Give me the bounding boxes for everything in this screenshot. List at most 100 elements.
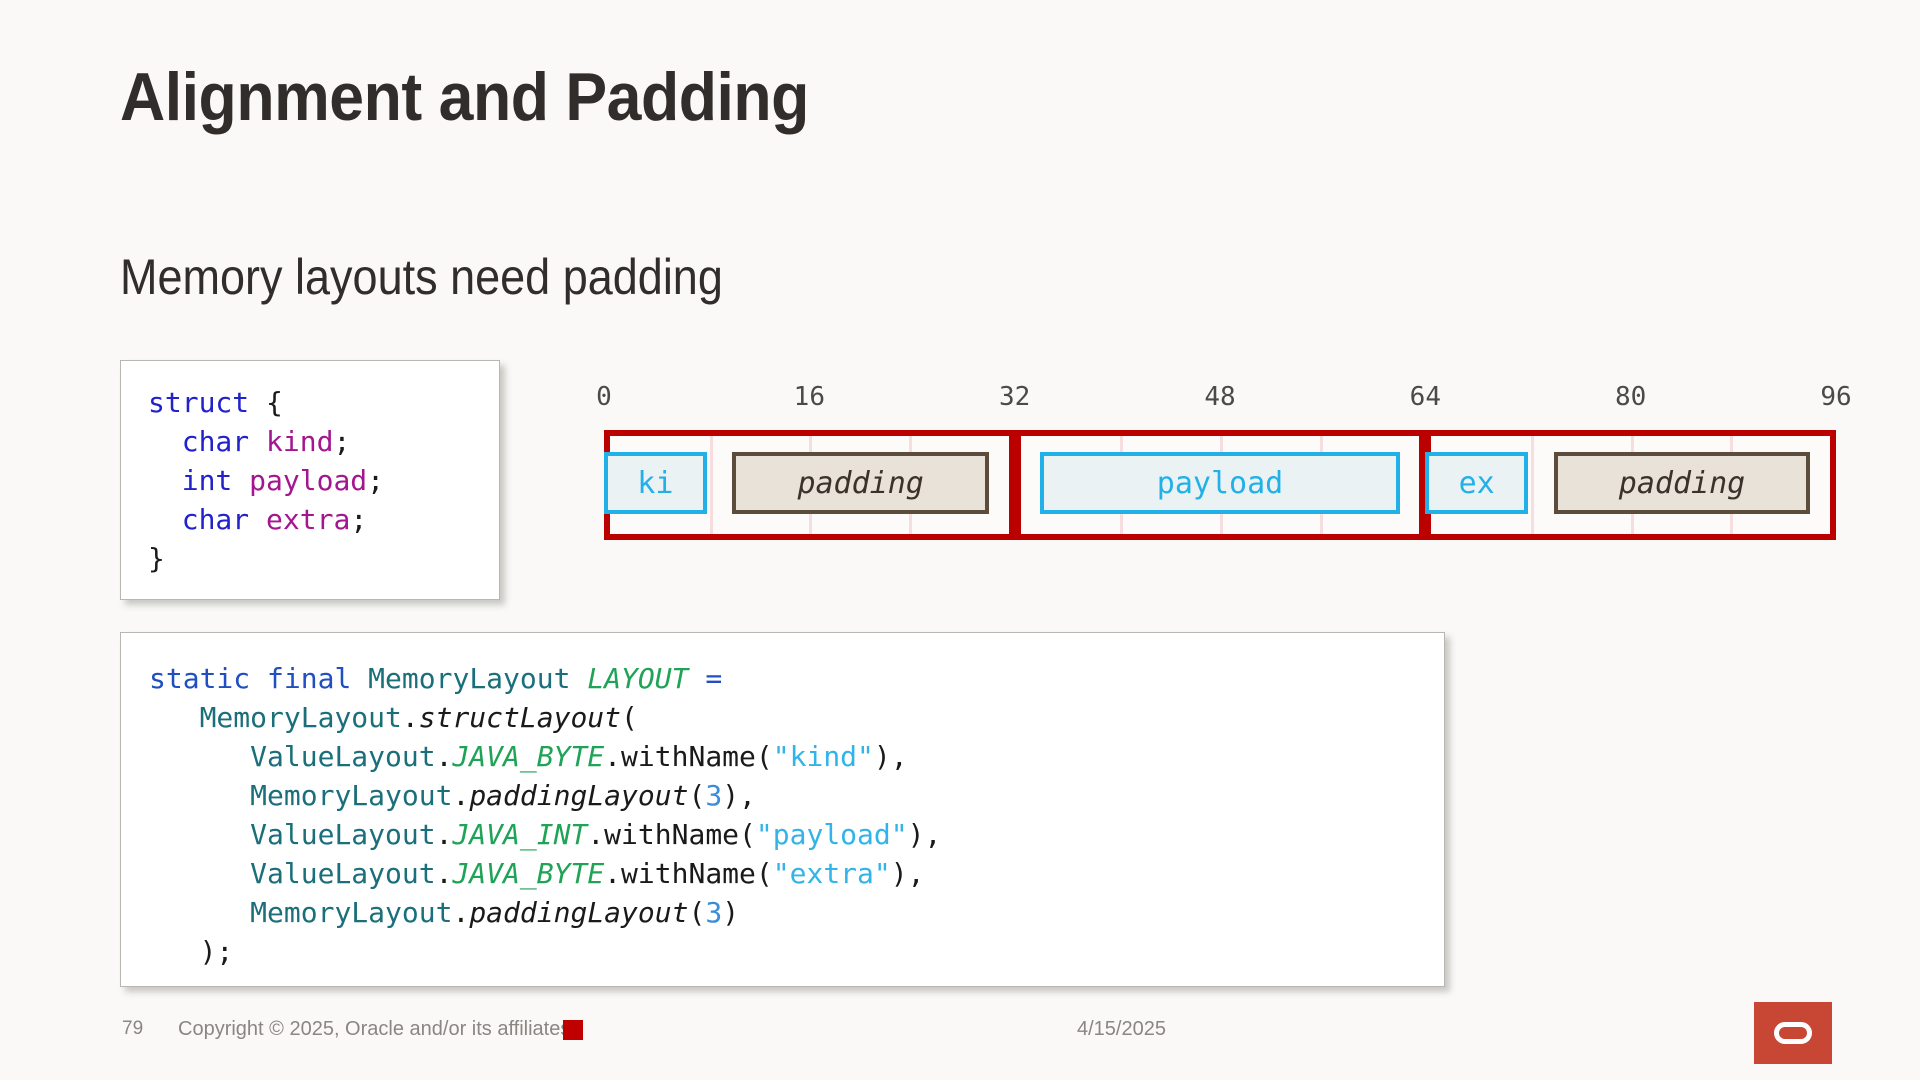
code-token: ), [907, 818, 942, 851]
code-token: { [249, 386, 283, 419]
code-token: .withName( [604, 857, 773, 890]
code-token: .withName( [587, 818, 756, 851]
code-token [148, 464, 182, 497]
code-token [351, 662, 368, 695]
code-token: "extra" [772, 857, 891, 890]
code-token: ), [890, 857, 925, 890]
code-token: . [435, 740, 453, 773]
code-token [149, 857, 250, 890]
scale-tick-80: 80 [1615, 382, 1647, 412]
struct-code-line: struct { [148, 383, 499, 422]
code-token [149, 818, 250, 851]
code-token [149, 896, 250, 929]
code-token: static [149, 662, 251, 695]
code-token: payload [249, 464, 368, 497]
byte-offset-ruler: 0 16 32 48 64 80 96 [596, 382, 1851, 422]
slide-footer: 79 Copyright © 2025, Oracle and/or its a… [0, 990, 1920, 1080]
code-token: "payload" [755, 818, 908, 851]
code-token: ; [367, 464, 385, 497]
code-token [148, 425, 182, 458]
code-token: 3 [705, 779, 723, 812]
code-token [249, 425, 266, 458]
code-token [148, 503, 182, 536]
code-token: = [705, 662, 723, 695]
layout-code-line: static final MemoryLayout LAYOUT = [149, 659, 1444, 698]
code-token: ( [688, 896, 706, 929]
code-token: LAYOUT [587, 662, 689, 695]
scale-tick-64: 64 [1409, 382, 1441, 412]
code-token: ), [722, 779, 756, 812]
oracle-logo-mark-icon [1774, 1022, 1812, 1044]
code-token: . [435, 818, 453, 851]
memory-field-padding: padding [1553, 452, 1811, 514]
code-token: char [181, 425, 250, 458]
code-token: ); [149, 935, 234, 968]
code-token: final [267, 662, 352, 695]
code-token: ; [333, 425, 351, 458]
memory-gridline [1530, 436, 1534, 534]
code-token: 3 [705, 896, 723, 929]
code-token: ValueLayout [250, 818, 436, 851]
struct-code-line: } [148, 539, 499, 578]
code-token: extra [266, 503, 351, 536]
code-token: ), [873, 740, 908, 773]
footer-page-number: 79 [122, 1018, 144, 1039]
code-token: paddingLayout [469, 896, 689, 929]
layout-code-line: MemoryLayout.structLayout( [149, 698, 1444, 737]
layout-code-line: MemoryLayout.paddingLayout(3) [149, 893, 1444, 932]
code-token: ; [350, 503, 368, 536]
code-token: struct [148, 386, 250, 419]
code-token: kind [266, 425, 334, 458]
memory-gridline [709, 436, 713, 534]
footer-copyright: Copyright © 2025, Oracle and/or its affi… [178, 1018, 571, 1040]
code-token: } [148, 542, 165, 575]
scale-tick-96: 96 [1820, 382, 1852, 412]
code-token [149, 740, 250, 773]
memory-field-ex: ex [1425, 452, 1528, 514]
scale-tick-0: 0 [596, 382, 612, 412]
code-token [249, 503, 266, 536]
code-token: JAVA_BYTE [452, 740, 605, 773]
struct-code-line: int payload; [148, 461, 499, 500]
code-token: . [435, 857, 453, 890]
code-token [688, 662, 705, 695]
code-token [149, 779, 250, 812]
code-token: . [452, 779, 470, 812]
code-token: MemoryLayout [250, 779, 453, 812]
code-token: "kind" [772, 740, 874, 773]
scale-tick-16: 16 [793, 382, 825, 412]
code-token [250, 662, 267, 695]
footer-date: 4/15/2025 [1077, 1018, 1166, 1040]
layout-code-line: ValueLayout.JAVA_BYTE.withName("extra"), [149, 854, 1444, 893]
code-token [149, 701, 200, 734]
layout-code-line: ); [149, 932, 1444, 971]
code-token: ValueLayout [250, 857, 436, 890]
code-token: ) [722, 896, 740, 929]
struct-code-line: char kind; [148, 422, 499, 461]
code-token: ( [621, 701, 638, 734]
layout-code-line: ValueLayout.JAVA_INT.withName("payload")… [149, 815, 1444, 854]
scale-tick-48: 48 [1204, 382, 1236, 412]
struct-code-line: char extra; [148, 500, 499, 539]
oracle-logo [1754, 1002, 1832, 1064]
layout-code-line: ValueLayout.JAVA_BYTE.withName("kind"), [149, 737, 1444, 776]
code-token: . [401, 701, 419, 734]
code-token: JAVA_BYTE [452, 857, 605, 890]
footer-accent-square-icon [563, 1020, 583, 1040]
code-token: MemoryLayout [368, 662, 571, 695]
page-subtitle: Memory layouts need padding [120, 249, 723, 305]
page-title: Alignment and Padding [120, 59, 809, 135]
code-token [570, 662, 587, 695]
scale-tick-32: 32 [999, 382, 1031, 412]
code-token: MemoryLayout [199, 701, 402, 734]
code-token: . [452, 896, 470, 929]
code-token: MemoryLayout [250, 896, 453, 929]
memory-field-payload: payload [1040, 452, 1400, 514]
code-token: structLayout [418, 701, 622, 734]
memory-layout-diagram: 0 16 32 48 64 80 96 ki padding payload ex padding [596, 382, 1852, 555]
memory-field-ki: ki [604, 452, 707, 514]
code-token: char [181, 503, 250, 536]
code-token: JAVA_INT [452, 818, 588, 851]
memory-field-padding: padding [732, 452, 989, 514]
code-token [232, 464, 249, 497]
